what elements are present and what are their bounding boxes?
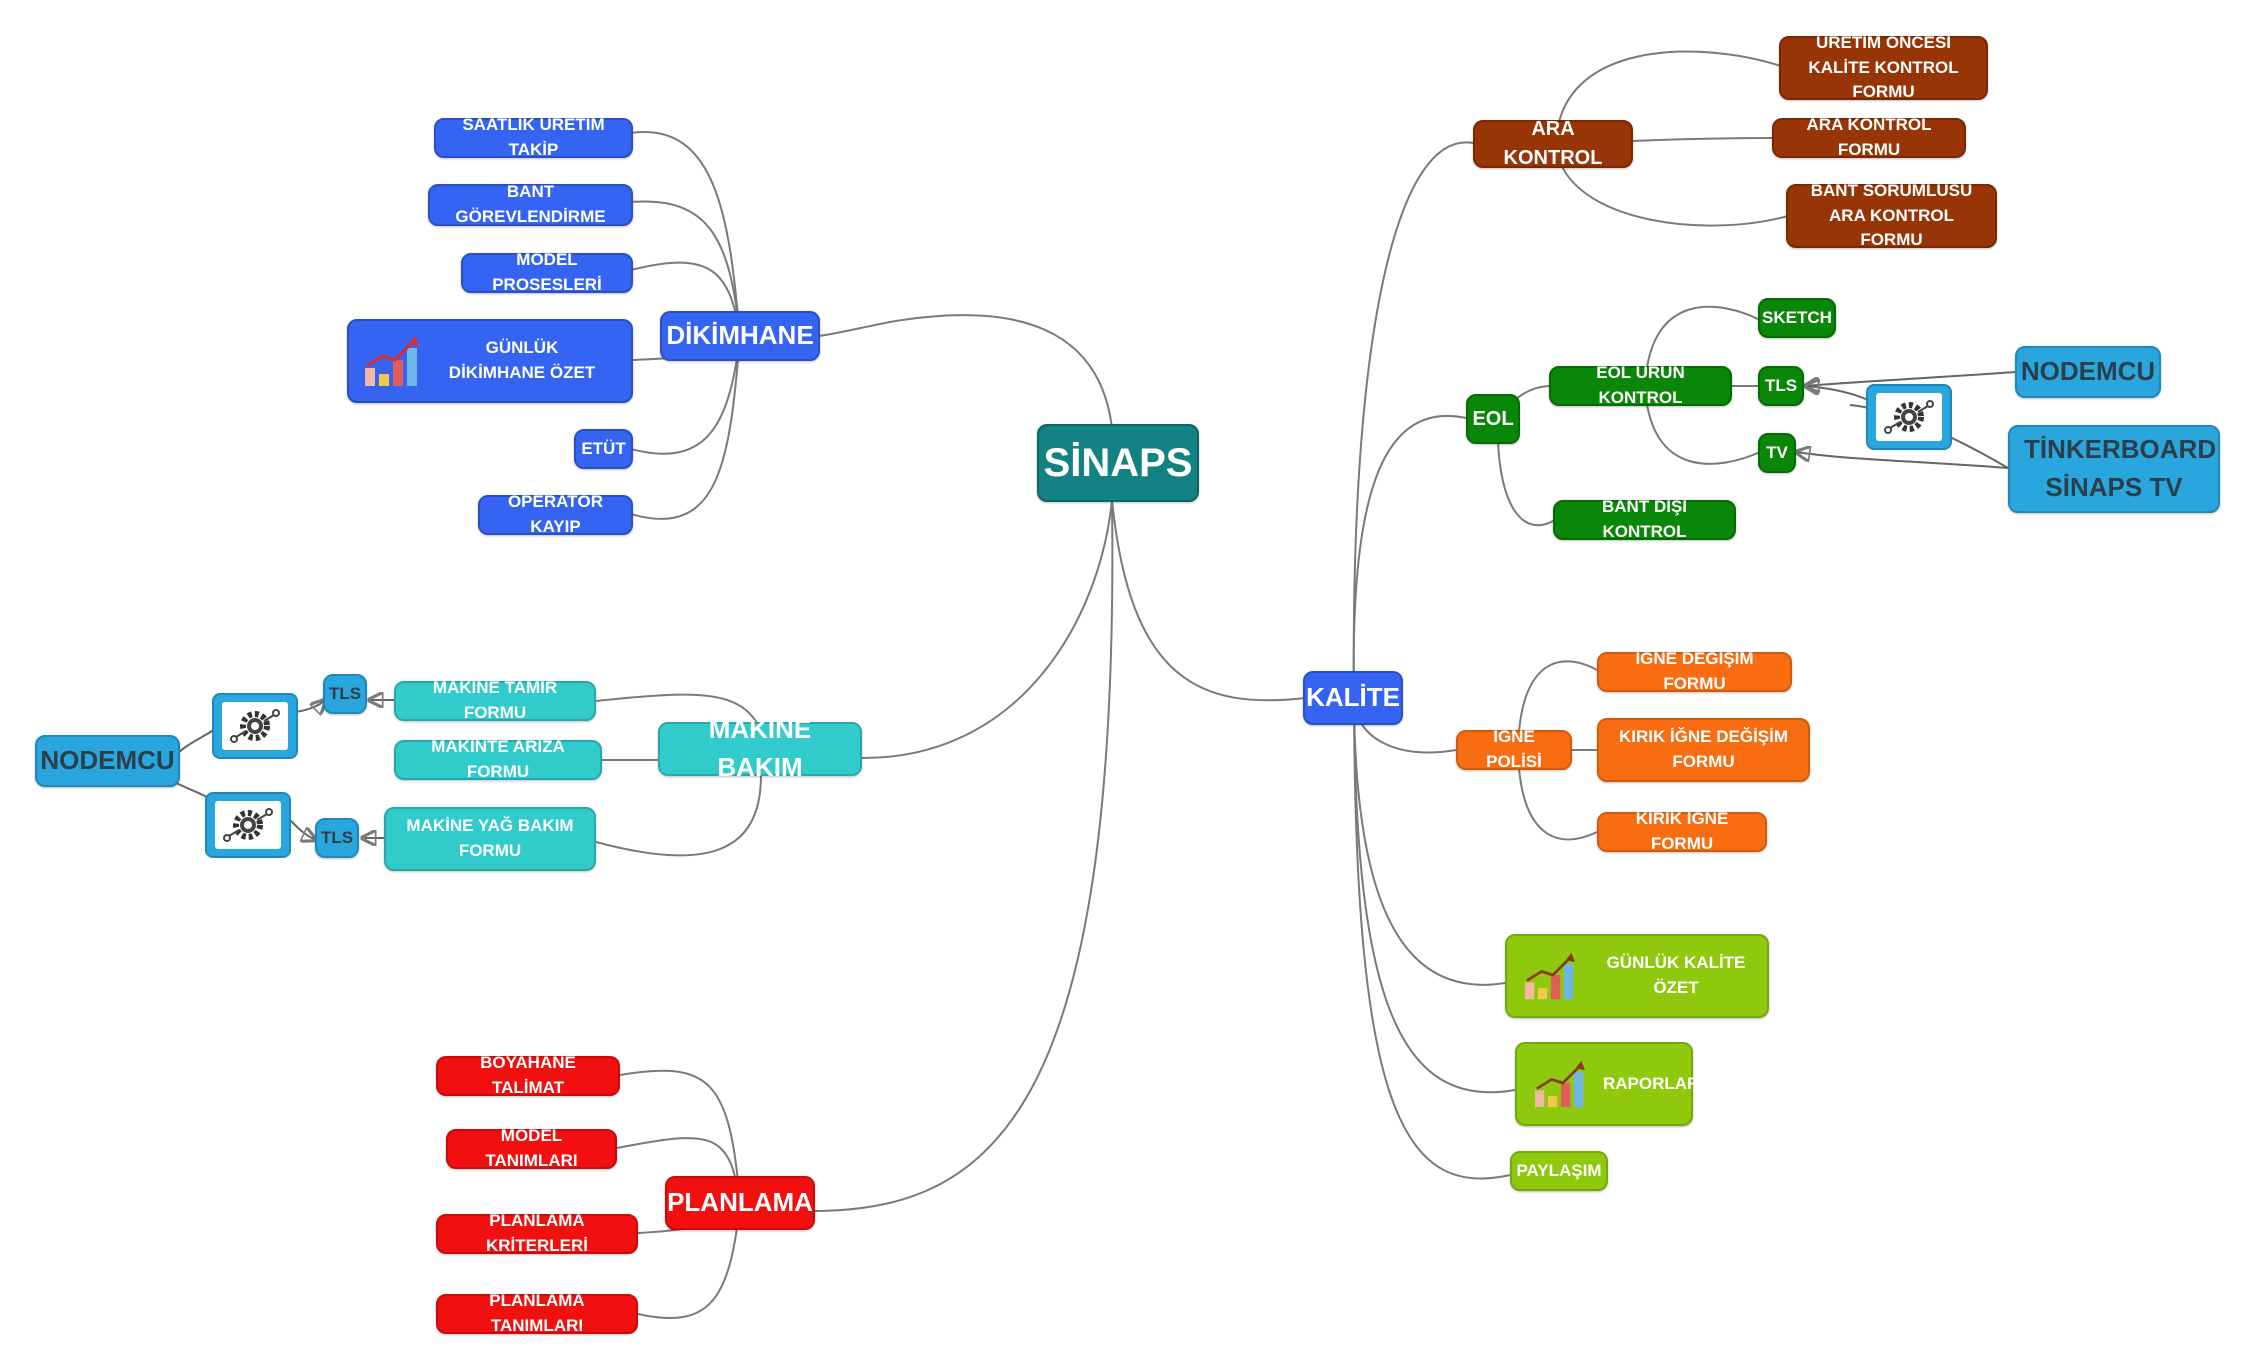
planlama-boyahane-talimat[interactable]: BOYAHANE TALİMAT xyxy=(436,1053,620,1097)
node-label: ETÜT xyxy=(581,438,626,458)
node-label: NODEMCU xyxy=(2020,356,2156,387)
gear-box-makine-bottom xyxy=(205,792,291,858)
kirik-igne-degisim-formu[interactable]: KIRIK İĞNE DEĞİŞİM FORMU xyxy=(1597,718,1810,782)
node-label: ARA KONTROL FORMU xyxy=(1806,115,1932,159)
node-label: EOL ÜRÜN KONTROL xyxy=(1596,363,1685,407)
planlama-model-tanimlari[interactable]: MODEL TANIMLARI xyxy=(446,1126,617,1170)
branch-dikimhane[interactable]: DİKİMHANE xyxy=(660,311,820,361)
node-label: MAKİNE YAĞ BAKIM FORMU xyxy=(406,816,574,860)
root-node[interactable]: SİNAPS xyxy=(1037,424,1199,502)
eol[interactable]: EOL xyxy=(1466,394,1520,444)
planlama-tanimlari[interactable]: PLANLAMA TANIMLARI xyxy=(436,1291,638,1335)
dikimhane-operator-kayip[interactable]: OPERATÖR KAYIP xyxy=(478,492,633,536)
branch-kalite[interactable]: KALİTE xyxy=(1303,671,1403,725)
igne-degisim-formu[interactable]: İĞNE DEĞİŞİM FORMU xyxy=(1597,649,1792,693)
node-label: TLS xyxy=(328,683,362,703)
node-label: OPERATÖR KAYIP xyxy=(507,492,604,536)
makine-tls-bottom[interactable]: TLS xyxy=(315,818,359,858)
root-label: SİNAPS xyxy=(1043,441,1193,485)
paylasim[interactable]: PAYLAŞIM xyxy=(1510,1151,1608,1191)
branch-planlama[interactable]: PLANLAMA xyxy=(665,1176,815,1230)
ara-kontrol-formu[interactable]: ARA KONTROL FORMU xyxy=(1772,115,1966,159)
uretim-oncesi-kalite-kontrol-formu[interactable]: ÜRETİM ÖNCESİ KALİTE KONTROL FORMU xyxy=(1779,33,1988,101)
ara-kontrol[interactable]: ARA KONTROL xyxy=(1473,118,1633,169)
node-label: İĞNE DEĞİŞİM FORMU xyxy=(1635,649,1754,693)
node-label: PLANLAMA TANIMLARI xyxy=(489,1291,585,1335)
dikimhane-bant-gorevlendirme[interactable]: BANT GÖREVLENDİRME xyxy=(428,182,633,226)
gunluk-kalite-ozet[interactable]: GÜNLÜK KALİTE ÖZET xyxy=(1505,934,1769,1018)
node-label: ÜRETİM ÖNCESİ KALİTE KONTROL FORMU xyxy=(1808,33,1959,102)
makine-yag-bakim-formu[interactable]: MAKİNE YAĞ BAKIM FORMU xyxy=(384,807,596,871)
planlama-kriterleri[interactable]: PLANLAMA KRİTERLERİ xyxy=(436,1211,638,1255)
eol-nodemcu[interactable]: NODEMCU xyxy=(2015,346,2161,398)
bar-chart-icon xyxy=(1525,952,1575,1000)
branch-kalite-label: KALİTE xyxy=(1306,682,1400,713)
bant-sorumlusu-ara-kontrol-formu[interactable]: BANT SORUMLUSU ARA KONTROL FORMU xyxy=(1786,181,1997,249)
node-label: RAPORLAR xyxy=(1603,1073,1700,1093)
node-label: TİNKERBOARD SİNAPS TV xyxy=(2024,434,2217,502)
eol-tv[interactable]: TV xyxy=(1758,433,1796,473)
gear-box-makine-top xyxy=(212,693,298,759)
gear-icon xyxy=(1884,400,1934,434)
dikimhane-etut[interactable]: ETÜT xyxy=(574,429,633,469)
branch-dikimhane-label: DİKİMHANE xyxy=(666,320,814,351)
eol-urun-kontrol[interactable]: EOL ÜRÜN KONTROL xyxy=(1549,363,1732,407)
gear-icon xyxy=(223,808,273,842)
node-label: KIRIK İĞNE DEĞİŞİM FORMU xyxy=(1618,727,1789,771)
node-label: İĞNE POLİSİ xyxy=(1486,727,1542,771)
node-label: SAATLİK ÜRETİM TAKİP xyxy=(462,115,605,159)
node-label: BOYAHANE TALİMAT xyxy=(480,1053,576,1097)
dikimhane-gunluk-ozet[interactable]: GÜNLÜK DİKİMHANE ÖZET xyxy=(347,319,633,403)
node-label: EOL xyxy=(1472,407,1514,430)
branch-makine-bakim[interactable]: MAKİNE BAKIM xyxy=(658,714,862,782)
node-label: MODEL TANIMLARI xyxy=(485,1126,578,1170)
branch-makine-bakim-label: MAKİNE BAKIM xyxy=(708,714,812,782)
node-label: TV xyxy=(1766,442,1788,462)
bar-chart-icon xyxy=(1535,1060,1585,1108)
node-label: TLS xyxy=(320,827,354,847)
igne-polisi[interactable]: İĞNE POLİSİ xyxy=(1456,727,1572,771)
kirik-igne-formu[interactable]: KIRIK İĞNE FORMU xyxy=(1597,809,1767,853)
node-label: KIRIK İĞNE FORMU xyxy=(1635,809,1729,853)
bar-chart-icon xyxy=(365,336,419,386)
gear-box-eol xyxy=(1866,384,1952,450)
node-label: BANT GÖREVLENDİRME xyxy=(455,182,606,226)
branch-planlama-label: PLANLAMA xyxy=(667,1187,813,1218)
dikimhane-model-prosesleri[interactable]: MODEL PROSESLERİ xyxy=(461,250,633,294)
node-label: GÜNLÜK KALİTE ÖZET xyxy=(1606,953,1746,997)
makine-tls-top[interactable]: TLS xyxy=(323,674,367,714)
node-label: ARA KONTROL xyxy=(1503,118,1603,169)
makine-nodemcu[interactable]: NODEMCU xyxy=(35,735,180,787)
node-label: BANT SORUMLUSU ARA KONTROL FORMU xyxy=(1810,181,1973,250)
bant-disi-kontrol[interactable]: BANT DIŞI KONTROL xyxy=(1553,497,1736,541)
raporlar[interactable]: RAPORLAR xyxy=(1515,1042,1699,1126)
node-label: PAYLAŞIM xyxy=(1516,1160,1602,1180)
eol-tls[interactable]: TLS xyxy=(1758,366,1804,406)
eol-sketch[interactable]: SKETCH xyxy=(1758,298,1836,338)
makine-tamir-formu[interactable]: MAKİNE TAMİR FORMU xyxy=(394,678,596,722)
node-label: MAKİNE TAMİR FORMU xyxy=(432,678,558,722)
dikimhane-saatlik-uretim-takip[interactable]: SAATLİK ÜRETİM TAKİP xyxy=(434,115,633,159)
node-label: NODEMCU xyxy=(40,745,175,776)
gear-icon xyxy=(230,709,280,743)
node-label: MAKİNTE ARIZA FORMU xyxy=(431,737,565,781)
node-label: PLANLAMA KRİTERLERİ xyxy=(486,1211,588,1255)
node-label: SKETCH xyxy=(1762,307,1832,327)
makinte-ariza-formu[interactable]: MAKİNTE ARIZA FORMU xyxy=(394,737,602,781)
tinkerboard-sinaps-tv[interactable]: TİNKERBOARD SİNAPS TV xyxy=(2008,425,2220,513)
node-label: GÜNLÜK DİKİMHANE ÖZET xyxy=(448,338,596,382)
node-label: TLS xyxy=(1764,375,1798,395)
node-label: MODEL PROSESLERİ xyxy=(492,250,602,294)
node-label: BANT DIŞI KONTROL xyxy=(1602,497,1687,541)
